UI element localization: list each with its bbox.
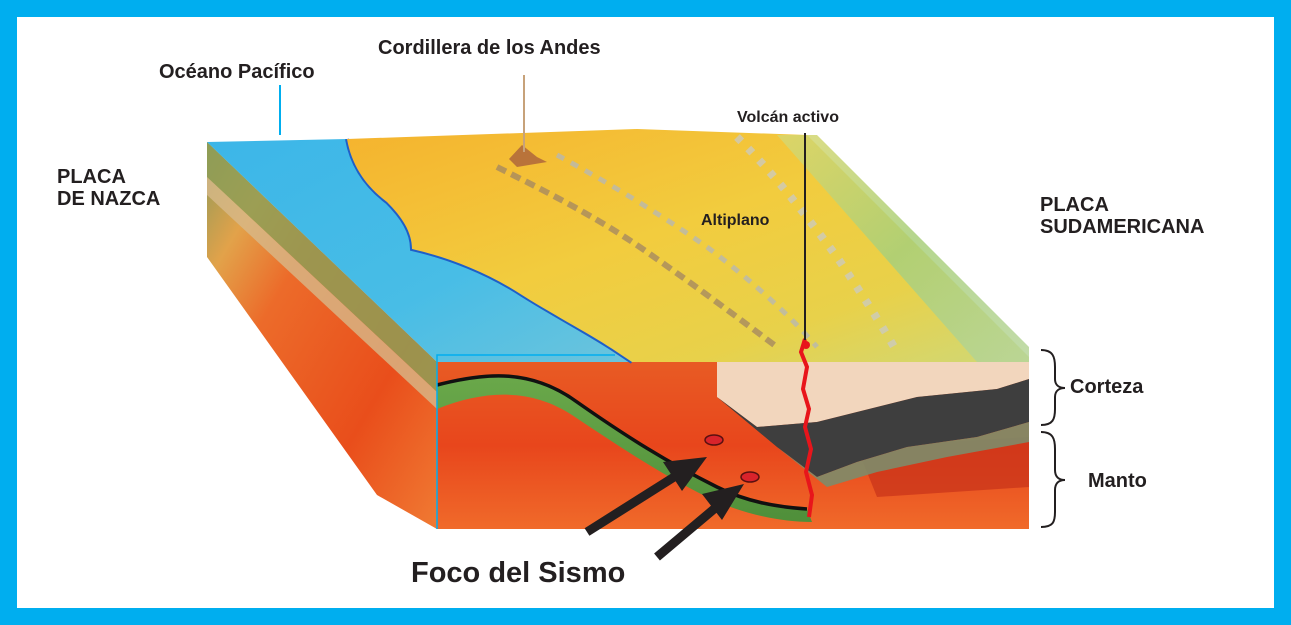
focus-arrow-1-head <box>663 457 707 491</box>
crust-brace <box>1040 349 1066 426</box>
subduction-block-diagram <box>207 75 1066 561</box>
label-south-american-plate-line2: SUDAMERICANA <box>1040 216 1205 239</box>
ocean-surface <box>207 139 632 362</box>
label-nazca-plate-line1: PLACA <box>57 166 126 188</box>
andes-peak <box>509 145 547 167</box>
focus-arrow-2-shaft <box>654 500 723 561</box>
volcano-vent <box>802 341 810 349</box>
andes-ridge-3 <box>734 134 901 354</box>
earthquake-focus-2 <box>740 471 760 483</box>
andes-ridge-2 <box>555 152 819 349</box>
crust-light-layer <box>717 362 1029 427</box>
label-nazca-plate-line2: DE NAZCA <box>57 188 161 211</box>
label-south-american-plate: PLACA SUDAMERICANA <box>1040 194 1204 239</box>
subducting-slab <box>437 375 812 522</box>
label-earthquake-focus: Foco del Sismo <box>411 557 626 589</box>
label-crust: Corteza <box>1070 376 1144 398</box>
label-altiplano: Altiplano <box>701 212 770 229</box>
label-andes: Cordillera de los Andes <box>378 37 601 59</box>
focus-arrow-2-head <box>702 484 744 520</box>
label-active-volcano: Volcán activo <box>737 109 839 126</box>
earthquake-focus-1 <box>704 434 724 446</box>
crust-dark-layer <box>717 379 1029 477</box>
label-pacific-ocean: Océano Pacífico <box>159 61 315 83</box>
land-east-green <box>777 135 1029 362</box>
diagram-frame: Océano Pacífico Cordillera de los Andes … <box>17 17 1274 608</box>
crust-gray-layer <box>777 422 1029 487</box>
mantle-brace <box>1040 431 1066 528</box>
focus-arrow-1-shaft <box>584 468 685 536</box>
left-face-green-band <box>207 142 437 392</box>
label-nazca-plate: PLACA DE NAZCA <box>57 166 160 211</box>
label-south-american-plate-line1: PLACA <box>1040 194 1109 216</box>
section-outline-line <box>436 354 615 529</box>
volcano-magma-conduit <box>798 338 815 518</box>
label-mantle: Manto <box>1088 470 1147 492</box>
slab-top-boundary <box>436 374 808 511</box>
andes-ridge-1 <box>495 164 779 350</box>
left-face-beige-band <box>207 177 437 409</box>
